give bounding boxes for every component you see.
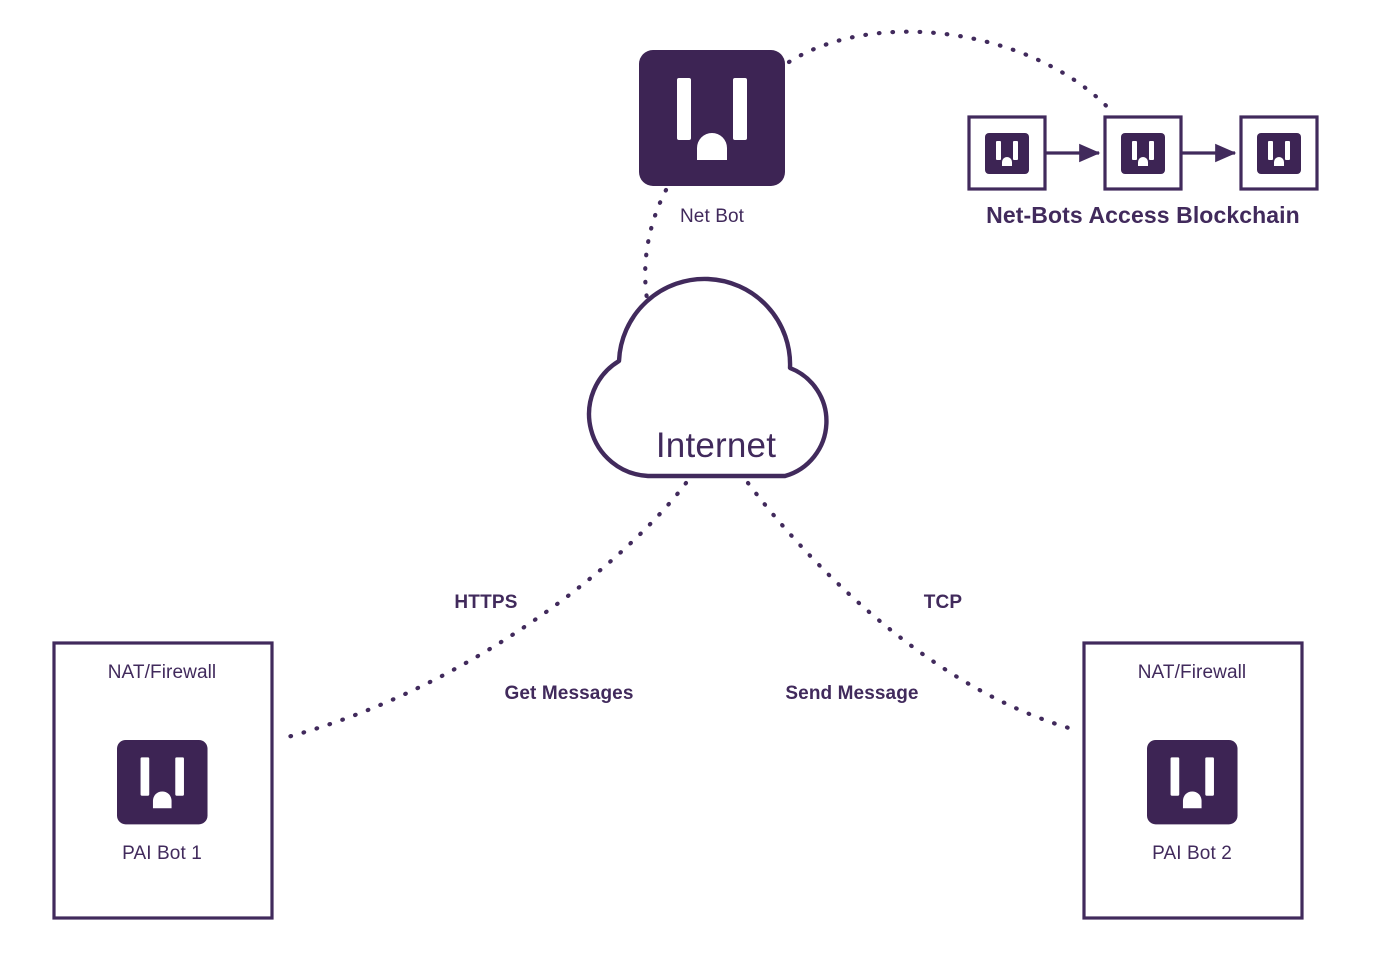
link-label-get-messages: Get Messages	[504, 683, 634, 704]
blockchain-node-1[interactable]	[967, 115, 1047, 191]
net-bot-label: Net Bot	[679, 206, 745, 227]
internet-label: Internet	[655, 426, 777, 465]
pai-bot-2-icon[interactable]	[1147, 740, 1238, 825]
link-label-tcp: TCP	[923, 592, 963, 613]
pai-bot-2-label: PAI Bot 2	[1152, 843, 1232, 864]
pai-bot-1-label: PAI Bot 1	[122, 843, 202, 864]
pai-bot-1-icon[interactable]	[117, 740, 208, 825]
connector-internet-paibot2	[745, 480, 1079, 733]
link-label-https: HTTPS	[454, 592, 518, 613]
nat-firewall-label-right: NAT/Firewall	[1137, 662, 1247, 683]
net-bot-icon[interactable]	[639, 50, 785, 186]
link-label-send-message: Send Message	[785, 683, 919, 704]
blockchain-node-3[interactable]	[1239, 115, 1319, 191]
connector-netbot-blockchain	[786, 29, 1116, 116]
cloud-icon[interactable]	[586, 276, 829, 479]
blockchain-node-2[interactable]	[1103, 115, 1183, 191]
connector-netbot-internet	[643, 187, 669, 348]
blockchain-label: Net-Bots Access Blockchain	[986, 202, 1300, 228]
nat-firewall-label-left: NAT/Firewall	[107, 662, 217, 683]
connector-internet-paibot1	[277, 480, 689, 742]
